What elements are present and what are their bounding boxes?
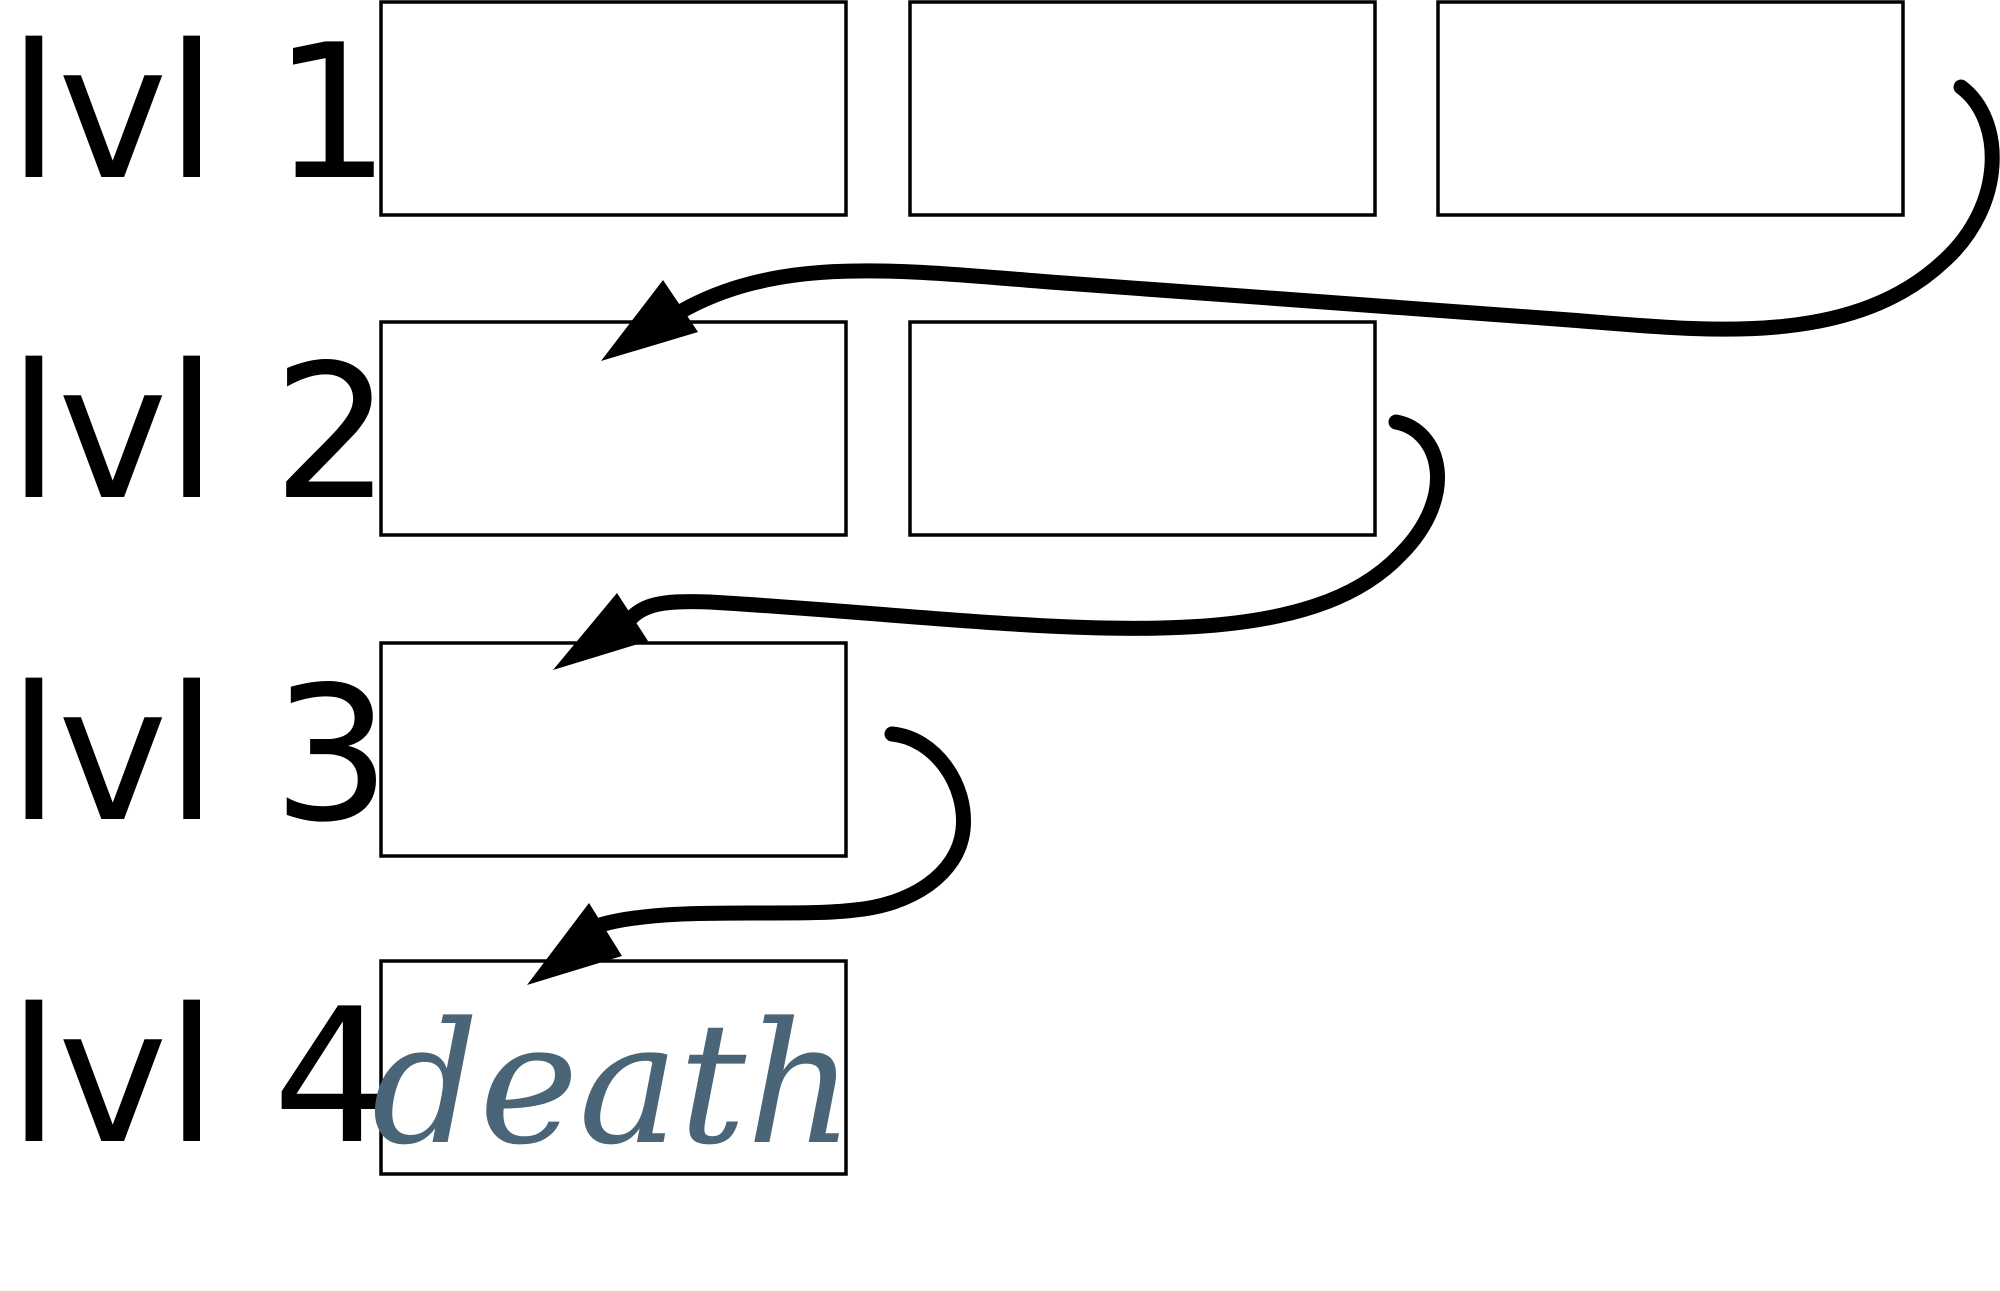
arrow-level-1-to-2 [672, 79, 2000, 337]
level-1-box-3 [1436, 0, 1905, 217]
arrow-level-2-to-3 [615, 414, 1445, 638]
level-2-box-2 [908, 320, 1377, 537]
level-label-2: lvl 2 [8, 324, 391, 541]
level-1-box-2 [908, 0, 1377, 217]
arrow-head-level-2 [601, 280, 698, 361]
arrow-head-level-3 [553, 593, 648, 670]
arrow-head-level-4 [527, 903, 622, 985]
level-label-1: lvl 1 [8, 4, 391, 221]
level-1-box-1 [379, 0, 848, 217]
level-4-box-death [379, 959, 848, 1176]
arrow-level-3-to-4 [592, 726, 971, 933]
level-2-box-1 [379, 320, 848, 537]
level-label-4: lvl 4 [8, 968, 391, 1185]
level-label-3: lvl 3 [8, 646, 391, 863]
level-3-box-1 [379, 641, 848, 858]
death-text: death [372, 986, 855, 1182]
